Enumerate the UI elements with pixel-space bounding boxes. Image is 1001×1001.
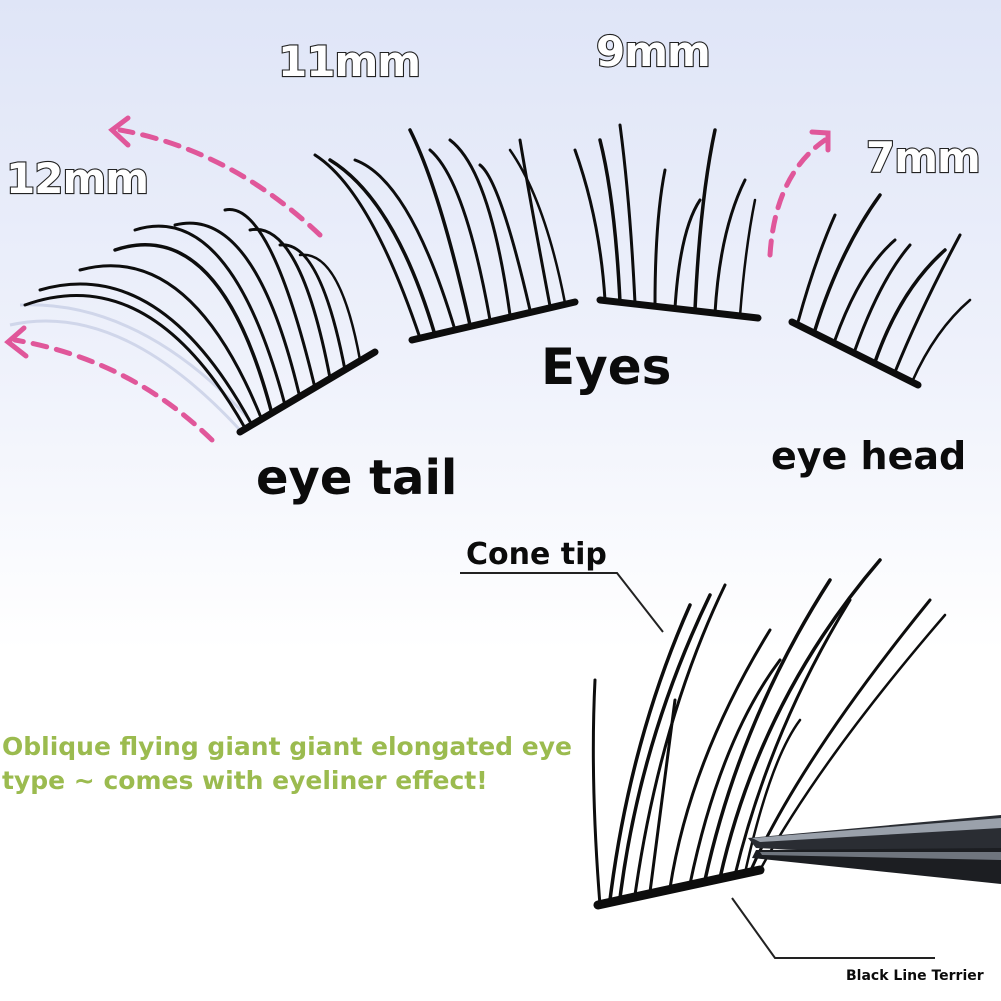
label-12mm: 12mm xyxy=(6,154,148,203)
black-line-label: Black Line Terrier xyxy=(846,968,984,984)
pointer-lines xyxy=(460,572,935,959)
promo-line-1: Oblique flying giant giant elongated eye xyxy=(2,732,572,761)
promo-text: Oblique flying giant giant elongated eye… xyxy=(2,730,572,798)
cone-tip-pointer xyxy=(460,572,664,633)
promo-line-2: type ~ comes with eyeliner effect! xyxy=(2,766,488,795)
eyes-title: Eyes xyxy=(541,338,672,396)
lash-cluster-7mm xyxy=(788,193,972,389)
arrow-12mm xyxy=(12,337,215,443)
eye-head-label: eye head xyxy=(771,434,967,478)
arrow-7mm xyxy=(767,137,828,258)
eye-tail-label: eye tail xyxy=(256,450,458,506)
lash-cluster-9mm xyxy=(573,123,762,322)
lash-cluster-11mm xyxy=(313,128,579,344)
length-arrows xyxy=(12,127,828,443)
label-11mm: 11mm xyxy=(278,37,420,86)
label-7mm: 7mm xyxy=(866,133,980,182)
arrow-11mm xyxy=(117,127,323,238)
closeup-lash-cluster xyxy=(591,558,947,910)
tweezers xyxy=(748,815,1001,884)
cone-tip-label: Cone tip xyxy=(466,537,607,572)
black-line-pointer xyxy=(731,897,935,959)
label-9mm: 9mm xyxy=(596,27,710,76)
lash-cluster-12mm xyxy=(23,208,379,436)
arrow-heads xyxy=(4,115,831,359)
